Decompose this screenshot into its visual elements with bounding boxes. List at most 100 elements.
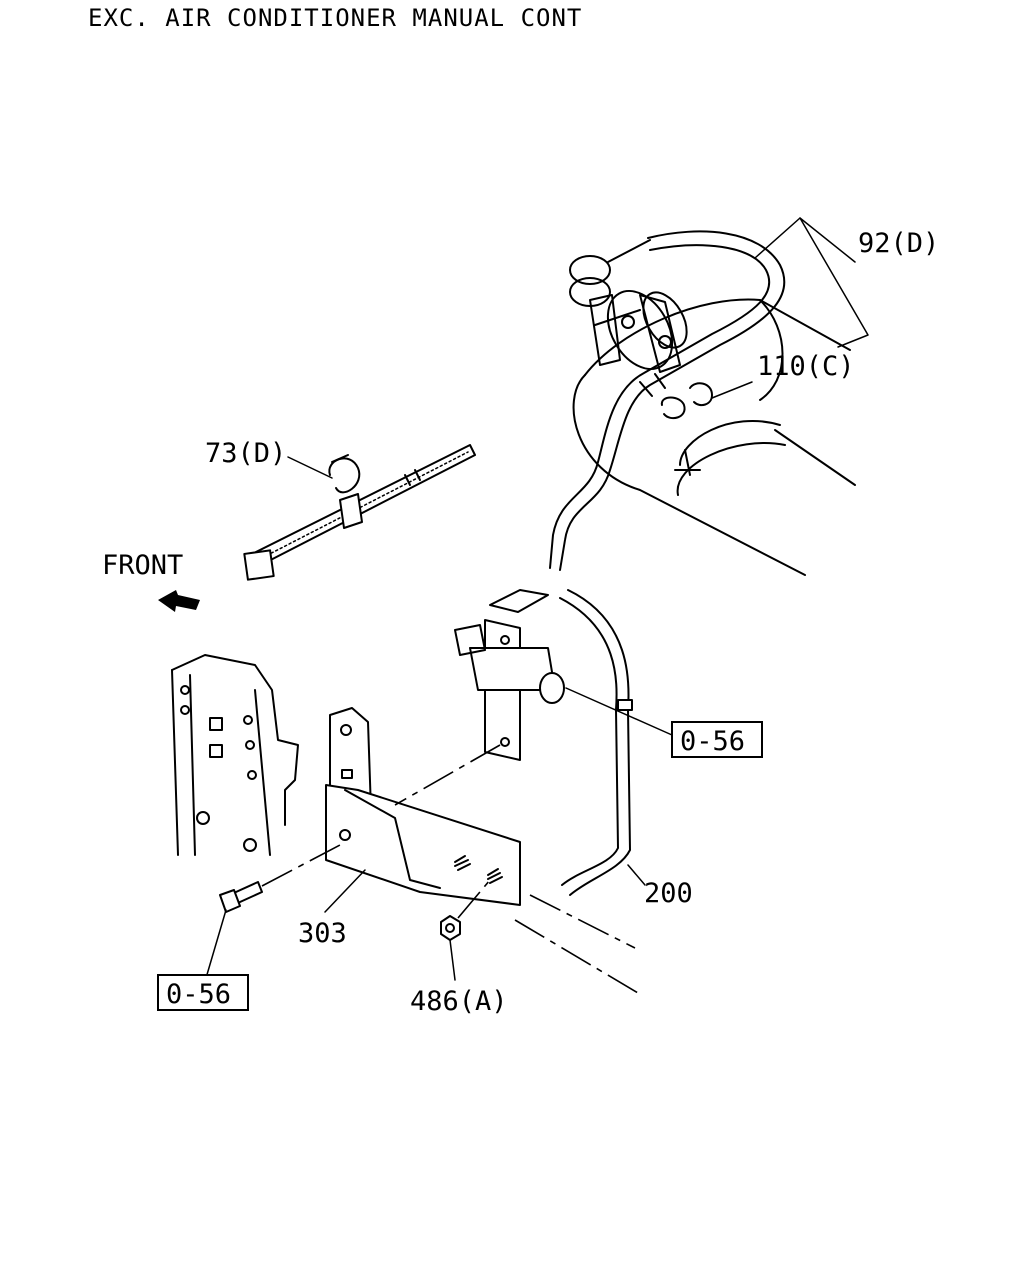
bolt-head <box>219 889 241 913</box>
bolt-shank <box>235 881 263 903</box>
bracket-part-number: 303 <box>298 918 347 949</box>
ref-lower-number: 0-56 <box>166 979 231 1010</box>
union-nut-bottom <box>569 277 611 307</box>
cable-tie-teeth <box>257 451 469 561</box>
valve-knob <box>539 672 565 704</box>
frame-hole-2 <box>180 705 190 715</box>
mount-bolt-b <box>658 335 672 349</box>
bracket-stud-a <box>454 855 471 871</box>
clip-small-leader <box>711 381 753 399</box>
ref-lower-leader <box>205 909 227 979</box>
frame-hole-5 <box>247 770 257 780</box>
tank-outline-upper <box>584 298 851 376</box>
pipe-assembly <box>549 230 856 576</box>
valve-hole-bottom <box>500 737 510 747</box>
valve-stub <box>454 624 486 656</box>
frame-square-hole-b <box>209 744 223 758</box>
frame-outer-edge <box>171 654 299 826</box>
hose-outer <box>567 589 631 896</box>
bolt-alignment-line <box>261 844 341 887</box>
diagram-title: EXC. AIR CONDITIONER MANUAL CONT <box>88 4 582 32</box>
lower-centerline-b <box>514 919 639 994</box>
clip-band-assembly <box>243 444 476 581</box>
nut-alignment-line <box>457 879 491 919</box>
union-stub <box>607 239 651 263</box>
hose-part-number: 200 <box>644 878 693 909</box>
nut-hex <box>440 915 461 941</box>
clip-band-leader <box>287 456 333 479</box>
valve-hole-top <box>500 635 510 645</box>
lower-centerline-a <box>529 894 636 949</box>
band-clamp-bolt <box>674 449 701 476</box>
frame-panel <box>171 654 299 856</box>
valve-upper-block <box>489 589 549 613</box>
clip-base <box>339 493 363 529</box>
tank-outline-lower <box>572 374 806 576</box>
mount-plate-right <box>639 294 681 373</box>
ref-upper-leader <box>565 687 673 736</box>
bracket-leader <box>324 869 366 913</box>
hose-leader <box>627 864 646 886</box>
clip-small-part-number: 110(C) <box>757 351 855 382</box>
pipe-inner-line <box>549 244 771 569</box>
mount-plate-left <box>589 294 621 366</box>
bracket-hole <box>339 829 351 841</box>
frame-inner-edges <box>189 674 271 856</box>
bracket-upright-hole <box>340 724 352 736</box>
front-label: FRONT <box>102 550 183 581</box>
hose-end-fitting <box>617 699 633 711</box>
band-clamp-lower <box>676 442 786 496</box>
pipe-sleeve <box>639 373 666 397</box>
pipe-outer-line <box>559 230 786 571</box>
callout-clip-small: 110(C) <box>711 351 855 399</box>
nut-part-number: 486(A) <box>410 986 508 1017</box>
frame-nut-b <box>243 838 257 852</box>
frame-nut-a <box>196 811 210 825</box>
small-clip-hook <box>689 382 713 407</box>
clip-tab <box>331 454 349 463</box>
bracket-plate <box>325 784 521 906</box>
ref-upper-box <box>671 721 763 758</box>
callout-clip-band: 73(D) <box>205 438 333 479</box>
frame-hole-3 <box>243 715 253 725</box>
callout-ref-lower: 0-56 <box>157 909 249 1011</box>
valve-assembly <box>454 589 633 896</box>
bracket-stud-b <box>487 868 503 884</box>
frame-left-edge <box>171 669 179 856</box>
cable-tie-head <box>243 549 275 581</box>
clip-loop <box>328 457 361 494</box>
band-clamp-upper <box>679 420 781 466</box>
bracket-assembly <box>325 707 639 994</box>
nut-leader <box>449 939 456 981</box>
mount-bolt-a <box>621 315 635 329</box>
union-nut-top <box>569 255 611 285</box>
pipe-part-number: 92(D) <box>858 228 939 259</box>
strap-notch <box>404 469 421 486</box>
tank-edge-line <box>774 429 856 486</box>
frame-hole-1 <box>180 685 190 695</box>
front-indicator: FRONT <box>102 550 200 612</box>
pipe-leader-tick <box>799 217 856 263</box>
ref-lower-box <box>157 974 249 1011</box>
front-arrow-icon <box>158 590 200 612</box>
small-clip-body <box>660 396 686 420</box>
hose-inner <box>559 597 619 886</box>
bracket-fold-line <box>344 789 441 889</box>
ref-upper-number: 0-56 <box>680 726 745 757</box>
clip-band-part-number: 73(D) <box>205 438 286 469</box>
tank-end-cap <box>759 299 784 401</box>
bolt-lower <box>219 844 341 913</box>
frame-hole-4 <box>245 740 255 750</box>
pipe-leader <box>754 217 869 348</box>
nut-assembly: 486(A) <box>410 879 508 1017</box>
callout-bracket: 303 <box>298 869 366 949</box>
nut-hole <box>445 923 455 933</box>
tank-end-ring <box>606 290 674 370</box>
callout-hose: 200 <box>627 864 693 909</box>
valve-alignment-line <box>394 744 501 806</box>
mount-strap <box>594 309 641 326</box>
callout-pipe: 92(D) <box>754 217 939 348</box>
frame-square-hole-a <box>209 717 223 731</box>
bracket-slot <box>341 769 353 779</box>
callout-ref-upper: 0-56 <box>565 687 763 758</box>
